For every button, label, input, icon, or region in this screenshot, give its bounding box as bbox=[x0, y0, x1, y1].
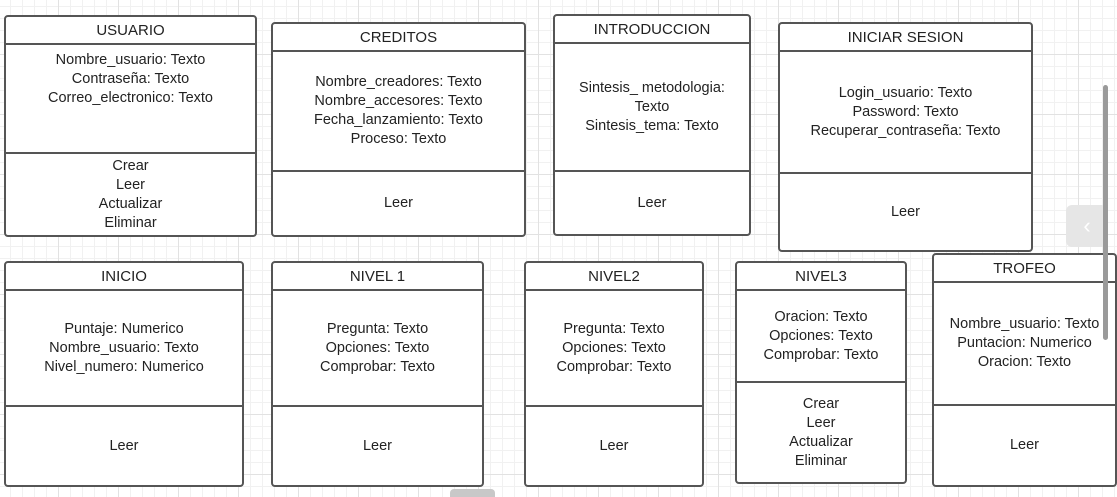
class-title: INICIO bbox=[6, 263, 242, 291]
attribute-line: Nivel_numero: Numerico bbox=[44, 358, 204, 375]
attribute-line: Texto bbox=[634, 98, 670, 115]
attribute-line: Nombre_accesores: Texto bbox=[314, 93, 483, 109]
attribute-line: Nombre_usuario: Texto bbox=[55, 52, 206, 68]
operation-line: Leer bbox=[806, 414, 836, 431]
operation-line: Eliminar bbox=[104, 214, 157, 231]
attribute-line: Comprobar: Texto bbox=[320, 358, 435, 375]
attribute-line: Nombre_creadores: Texto bbox=[315, 74, 482, 90]
operation-line: Leer bbox=[890, 203, 921, 220]
attribute-line: Proceso: Texto bbox=[350, 131, 447, 147]
operation-line: Leer bbox=[637, 194, 667, 211]
operation-line: Crear bbox=[802, 395, 840, 412]
class-title: INICIAR SESION bbox=[780, 24, 1031, 52]
attribute-line: Puntaje: Numerico bbox=[64, 320, 184, 337]
class-title: INTRODUCCION bbox=[555, 16, 749, 44]
operation-line: Actualizar bbox=[789, 433, 853, 450]
operation-line: Leer bbox=[1009, 437, 1040, 453]
attribute-line: Recuperar_contraseña: Texto bbox=[810, 122, 1001, 139]
class-title: CREDITOS bbox=[273, 24, 524, 52]
attribute-line: Pregunta: Texto bbox=[563, 320, 665, 337]
attribute-line: Comprobar: Texto bbox=[763, 346, 879, 363]
operation-line: Leer bbox=[383, 195, 414, 211]
attribute-line: Comprobar: Texto bbox=[556, 358, 672, 375]
attribute-line: Nombre_usuario: Texto bbox=[49, 339, 199, 356]
operation-line: Leer bbox=[362, 437, 393, 454]
operation-line: Leer bbox=[109, 437, 139, 454]
attribute-line: Sintesis_ metodologia: bbox=[579, 79, 725, 96]
attribute-line: Oracion: Texto bbox=[774, 308, 868, 325]
class-title: NIVEL3 bbox=[737, 263, 905, 291]
operation-line: Leer bbox=[599, 437, 629, 454]
attribute-line: Puntacion: Numerico bbox=[957, 335, 1092, 351]
operation-line: Actualizar bbox=[98, 195, 163, 212]
operation-line: Eliminar bbox=[794, 452, 848, 469]
operation-line: Crear bbox=[112, 157, 149, 174]
attribute-line: Sintesis_tema: Texto bbox=[585, 117, 719, 134]
attribute-line: Opciones: Texto bbox=[325, 339, 430, 356]
operations-section: Leer bbox=[6, 407, 242, 485]
attribute-line: Correo_electronico: Texto bbox=[48, 90, 213, 106]
class-title: NIVEL2 bbox=[526, 263, 702, 291]
attribute-line: Login_usuario: Texto bbox=[838, 84, 973, 101]
attribute-line: Fecha_lanzamiento: Texto bbox=[313, 112, 483, 128]
operations-section: Leer bbox=[555, 172, 749, 234]
attribute-line: Oracion: Texto bbox=[977, 354, 1072, 370]
class-title: NIVEL 1 bbox=[273, 263, 482, 291]
class-title: TROFEO bbox=[934, 255, 1115, 283]
collapse-panel-button[interactable]: ‹ bbox=[1066, 205, 1108, 247]
attribute-line: Opciones: Texto bbox=[562, 339, 666, 356]
attribute-line: Pregunta: Texto bbox=[326, 320, 429, 337]
class-title: USUARIO bbox=[6, 17, 255, 45]
operations-section: Leer bbox=[526, 407, 702, 485]
operations-section: Leer bbox=[273, 407, 482, 485]
vertical-scrollbar[interactable] bbox=[1103, 85, 1108, 340]
operations-section: Leer bbox=[780, 174, 1031, 250]
attribute-line: Password: Texto bbox=[852, 103, 959, 120]
attribute-line: Opciones: Texto bbox=[769, 327, 873, 344]
operations-section: Leer bbox=[273, 172, 524, 235]
attribute-line: Nombre_usuario: Texto bbox=[949, 316, 1100, 332]
horizontal-scrollbar[interactable] bbox=[450, 489, 495, 497]
chevron-left-icon: ‹ bbox=[1083, 213, 1091, 238]
operations-section: Leer bbox=[934, 406, 1115, 485]
operation-line: Leer bbox=[115, 176, 146, 193]
attribute-line: Contraseña: Texto bbox=[71, 71, 190, 87]
